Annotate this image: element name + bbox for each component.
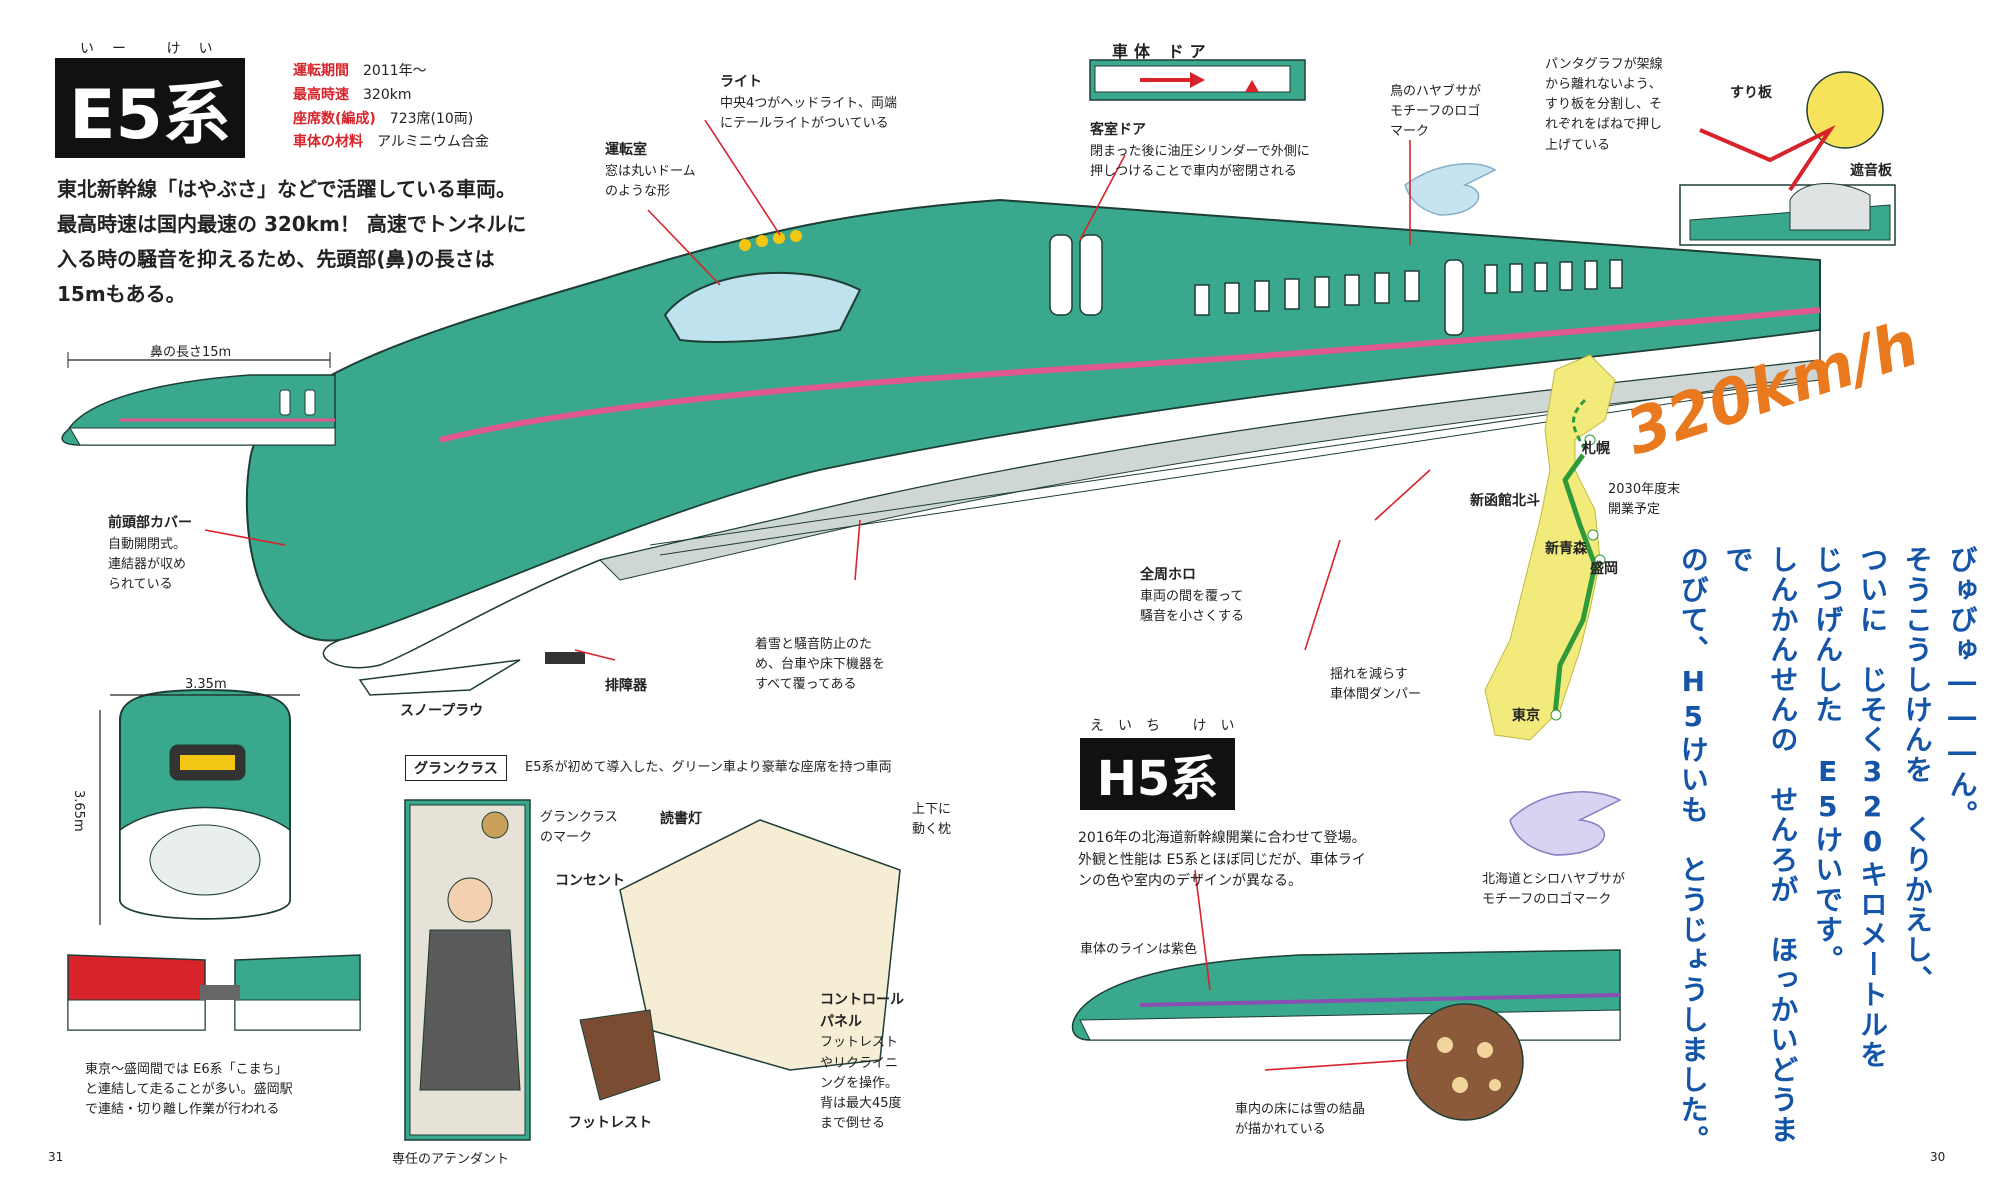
vertical-story: びゅびゅ―――ん。 そうこうしけんを くりかえし、 ついに じそく320キロメー… — [1676, 545, 1979, 1155]
gran-class-illustration — [404, 799, 901, 1141]
attendant-label: 専任のアテンダント — [392, 1152, 510, 1167]
map-shin-aomori: 新青森 — [1545, 541, 1587, 557]
door-diagram — [1089, 59, 1306, 101]
snowplow-label: スノープラウ — [400, 703, 484, 719]
spec-row: 運転期間 2011年～ — [293, 63, 427, 79]
shaon-label: 遮音板 — [1850, 163, 1892, 179]
h5-title: H5系 — [1080, 738, 1235, 810]
h5-logo — [1509, 791, 1622, 856]
h5-logo-caption: 北海道とシロハヤブサがモチーフのロゴマーク — [1482, 872, 1626, 908]
nose-length-label: 鼻の長さ15m — [150, 345, 232, 360]
japan-map — [1484, 354, 1616, 741]
falcon-logo — [1404, 163, 1497, 216]
coupled-trains — [67, 954, 361, 1031]
spec-list: 運転期間 2011年～ 最高時速 320km 座席数(編成) 723席(10両)… — [293, 60, 489, 155]
map-sapporo: 札幌 — [1582, 441, 1610, 457]
side-view-train — [61, 352, 336, 446]
gran-mark-label: グランクラスのマーク — [540, 810, 618, 846]
cover-callout: 前頭部カバー 自動開閉式。 連結器が収め られている — [108, 515, 192, 592]
h5-line-label: 車体のラインは紫色 — [1080, 942, 1198, 957]
e5-main-train — [245, 198, 1821, 696]
control-panel-callout: コントロール パネル フットレスト やリクライニ ングを操作。 背は最大45度 … — [820, 992, 904, 1131]
cab-callout: 運転室 窓は丸いドーム のような形 — [605, 142, 696, 199]
haishouki-label: 排障器 — [605, 678, 647, 694]
footrest-label: フットレスト — [568, 1115, 652, 1131]
map-morioka: 盛岡 — [1590, 561, 1618, 577]
gran-class-tag: グランクラス — [405, 755, 507, 781]
h5-train — [1071, 949, 1621, 1121]
intro-paragraph: 東北新幹線「はやぶさ」などで活躍している車両。 最高時速は国内最速の 320km… — [57, 177, 527, 306]
gran-class-desc: E5系が初めて導入した、グリーン車より豪華な座席を持つ車両 — [525, 760, 892, 775]
damper-callout: 揺れを減らす 車体間ダンパー — [1330, 667, 1422, 703]
light-callout: ライト 中央4つがヘッドライト、両端 にテールライトがついている — [720, 74, 898, 131]
e5-title: E5系 — [55, 58, 245, 158]
coupling-note: 東京～盛岡間では E6系「こまち」 と連結して走ることが多い。盛岡駅 で連結・切… — [85, 1062, 293, 1118]
height-dim-label: 3.65m — [71, 790, 87, 832]
width-dim-label: 3.35m — [185, 677, 227, 692]
bird-logo-callout: 鳥のハヤブサが モチーフのロゴ マーク — [1390, 84, 1482, 140]
h5-desc: 2016年の北海道新幹線開業に合わせて登場。外観と性能は E5系とほぼ同じだが、… — [1078, 830, 1366, 890]
page-number-left: 31 — [48, 1150, 64, 1164]
map-note: 2030年度末開業予定 — [1608, 482, 1681, 518]
spec-row: 座席数(編成) 723席(10両) — [293, 110, 474, 127]
page-number-right: 30 — [1930, 1150, 1946, 1164]
suriita-label: すり板 — [1730, 85, 1772, 101]
door-diagram-label: 車体 ドア — [1112, 42, 1212, 61]
under-cover-callout: 着雪と騒音防止のた め、台車や床下機器を すべて覆ってある — [755, 637, 886, 693]
map-tokyo: 東京 — [1512, 708, 1540, 724]
spec-row: 最高時速 320km — [293, 86, 412, 103]
horo-callout: 全周ホロ 車両の間を覆って 騒音を小さくする — [1140, 567, 1245, 624]
map-shin-hakodate: 新函館北斗 — [1470, 493, 1540, 509]
pillow-label: 上下に動く枕 — [912, 802, 952, 838]
front-view-train — [99, 688, 300, 925]
reading-lamp-label: 読書灯 — [660, 811, 702, 827]
outlet-label: コンセント — [555, 873, 625, 889]
door-callout: 客室ドア 閉まった後に油圧シリンダーで外側に 押しつけることで車内が密閉される — [1090, 122, 1310, 179]
title-ruby: いー けい — [80, 41, 231, 57]
pantograph-box — [1679, 71, 1896, 246]
spec-row: 車体の材料 アルミニウム合金 — [293, 134, 489, 151]
h5-floor-label: 車内の床には雪の結晶が描かれている — [1235, 1102, 1366, 1138]
h5-ruby: えいち けい — [1090, 718, 1249, 734]
pantograph-callout: パンタグラフが架線 から離れないよう、 すり板を分割し、そ れぞれをばねで押し … — [1545, 57, 1663, 153]
